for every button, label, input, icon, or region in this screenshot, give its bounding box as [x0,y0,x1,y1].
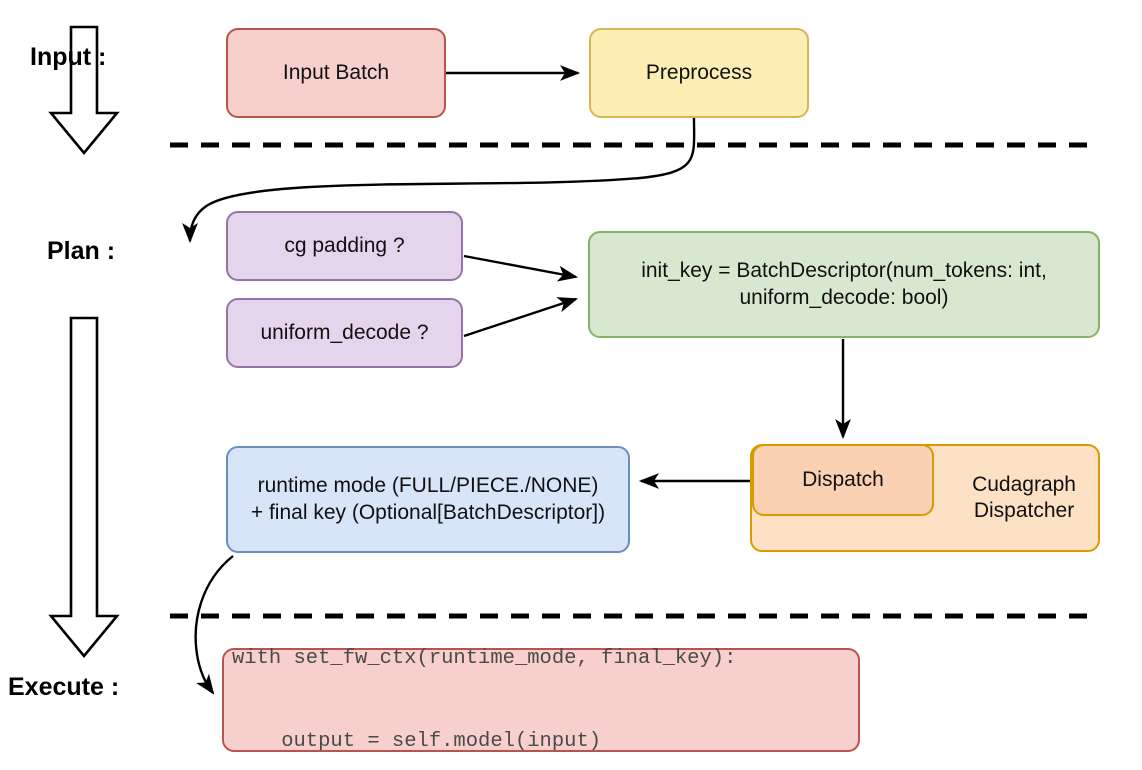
node-cudagraph-dispatcher-line2: Dispatcher [973,499,1075,522]
input-to-plan-stage-arrow [48,25,120,156]
node-execute-code-line1: with set_fw_ctx(runtime_mode, final_key)… [232,646,737,670]
cg-padding-to-init-key-arrow [463,254,579,282]
node-dispatch[interactable]: Dispatch [752,444,934,516]
node-init-key-line1: init_key = BatchDescriptor(num_tokens: i… [641,259,1047,283]
uniform-decode-to-init-key-arrow [463,297,579,338]
node-cg-padding[interactable]: cg padding ? [226,211,463,281]
node-input-batch[interactable]: Input Batch [226,28,446,118]
node-uniform-decode[interactable]: uniform_decode ? [226,298,463,368]
stage-label-plan: Plan : [47,237,116,265]
node-init-key-line2: uniform_decode: bool) [739,285,949,309]
node-runtime-mode-line2: + final key (Optional[BatchDescriptor]) [250,500,606,524]
node-runtime-mode[interactable]: runtime mode (FULL/PIECE./NONE) + final … [226,446,630,553]
stage-label-input: Input : [30,43,107,71]
node-init-key[interactable]: init_key = BatchDescriptor(num_tokens: i… [588,231,1100,338]
node-cudagraph-dispatcher-line1: Cudagraph [972,472,1076,496]
preprocess-to-cg-padding-arrow [182,117,696,244]
node-preprocess[interactable]: Preprocess [589,28,809,118]
node-execute-code[interactable]: with set_fw_ctx(runtime_mode, final_key)… [222,646,860,753]
stage-label-execute: Execute : [8,673,120,701]
plan-to-execute-stage-arrow [48,316,120,659]
node-runtime-mode-line1: runtime mode (FULL/PIECE./NONE) [257,474,599,498]
runtime-mode-to-execute-code-arrow [194,555,234,695]
node-execute-code-line2: output = self.model(input) [232,729,602,753]
